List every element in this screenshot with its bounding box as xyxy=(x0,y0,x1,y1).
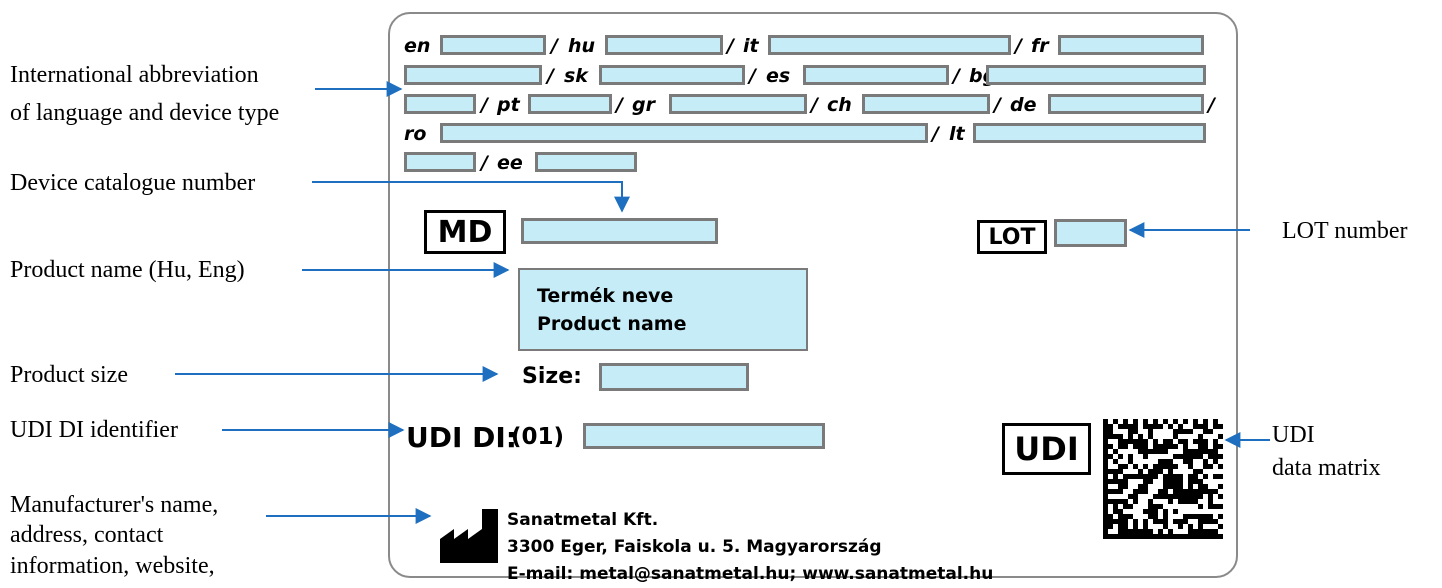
annotation-udi-di: UDI DI identifier xyxy=(10,417,178,443)
catalogue-number-field xyxy=(521,218,718,244)
lang-code-ee: ee xyxy=(497,152,523,174)
annotation-catalogue: Device catalogue number xyxy=(10,170,256,196)
lang-code-ch: ch xyxy=(827,94,852,116)
product-name-en: Product name xyxy=(537,313,687,335)
annotation-product-size: Product size xyxy=(10,362,128,388)
lot-symbol: LOT xyxy=(977,220,1047,254)
lang-field-fr xyxy=(1058,35,1204,55)
annotation-manufacturer-line1: Manufacturer's name, xyxy=(10,492,219,518)
separator: / xyxy=(1208,94,1215,116)
lang-field-es xyxy=(803,65,949,85)
lang-code-ro: ro xyxy=(404,123,427,145)
data-matrix-code xyxy=(1103,419,1223,539)
separator: / xyxy=(481,152,488,174)
factory-icon xyxy=(440,509,498,563)
product-name-hu: Termék neve xyxy=(537,285,674,307)
lang-field-fr-cont xyxy=(404,65,542,85)
manufacturer-name: Sanatmetal Kft. xyxy=(507,510,659,530)
lang-field-ee xyxy=(535,152,637,172)
lang-code-pt: pt xyxy=(497,94,520,116)
product-name-box xyxy=(518,268,808,351)
lang-code-en: en xyxy=(404,35,431,57)
lang-field-ro xyxy=(440,123,928,143)
lang-field-ch xyxy=(862,94,990,114)
annotation-product-name: Product name (Hu, Eng) xyxy=(10,257,245,283)
size-field xyxy=(599,363,749,391)
udi-di-field xyxy=(583,423,825,449)
lang-field-gr xyxy=(669,94,807,114)
lang-field-hu xyxy=(605,35,723,55)
separator: / xyxy=(481,94,488,116)
udi-di-label: UDI DI: xyxy=(406,421,518,454)
lang-code-gr: gr xyxy=(632,94,655,116)
separator: / xyxy=(727,35,734,57)
size-label: Size: xyxy=(522,364,582,389)
lang-field-de xyxy=(1048,94,1204,114)
annotation-udi-line2: data matrix xyxy=(1272,455,1381,481)
md-symbol: MD xyxy=(424,210,506,254)
annotation-language-line1: International abbreviation xyxy=(10,62,259,88)
lang-code-fr: fr xyxy=(1031,35,1049,57)
lang-code-es: es xyxy=(766,65,791,87)
manufacturer-contact: E-mail: metal@sanatmetal.hu; www.sanatme… xyxy=(507,564,994,584)
udi-di-prefix: (01) xyxy=(511,424,565,450)
manufacturer-address: 3300 Eger, Faiskola u. 5. Magyarország xyxy=(507,537,882,557)
lang-field-bg-cont xyxy=(404,94,476,114)
separator: / xyxy=(749,65,756,87)
annotation-manufacturer-line2: address, contact xyxy=(10,522,164,548)
lang-field-lt xyxy=(973,123,1206,143)
lang-code-lt: lt xyxy=(949,123,965,145)
annotation-lot: LOT number xyxy=(1282,218,1408,244)
lang-field-en xyxy=(440,35,546,55)
separator: / xyxy=(953,65,960,87)
lang-field-lt-cont xyxy=(404,152,476,172)
lang-field-sk xyxy=(599,65,745,85)
lot-number-field xyxy=(1054,219,1127,247)
lang-code-hu: hu xyxy=(568,35,596,57)
lang-field-it xyxy=(768,35,1011,55)
separator: / xyxy=(994,94,1001,116)
separator: / xyxy=(547,65,554,87)
lang-field-bg xyxy=(986,65,1206,85)
separator: / xyxy=(551,35,558,57)
annotation-manufacturer-line3: information, website, xyxy=(10,553,215,579)
arrow-catalogue xyxy=(312,181,630,213)
separator: / xyxy=(932,123,939,145)
annotation-udi-line1: UDI xyxy=(1272,422,1315,448)
lang-code-it: it xyxy=(743,35,759,57)
annotation-language-line2: of language and device type xyxy=(10,100,280,126)
lang-code-sk: sk xyxy=(564,65,588,87)
udi-symbol: UDI xyxy=(1002,423,1091,475)
lang-code-de: de xyxy=(1010,94,1037,116)
lang-field-pt xyxy=(528,94,612,114)
separator: / xyxy=(616,94,623,116)
separator: / xyxy=(1015,35,1022,57)
separator: / xyxy=(811,94,818,116)
